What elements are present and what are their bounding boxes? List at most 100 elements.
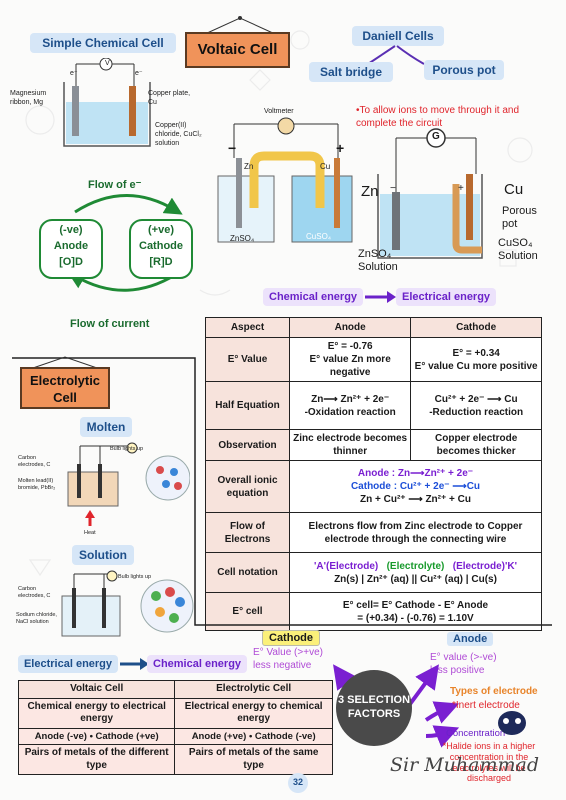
concentration-label: Concentration: [446, 728, 506, 739]
page-number: 32: [292, 777, 303, 787]
inert-electrode-label: *Inert electrode: [452, 700, 520, 711]
porous-plus: +: [458, 183, 464, 194]
row-aspect: Half Equation: [205, 381, 290, 430]
table-row: Anode (-ve) • Cathode (+ve) Anode (+ve) …: [17, 727, 333, 746]
anode-sign: (-ve): [59, 224, 83, 236]
halide-note: *Halide ions in a higher concentration i…: [442, 741, 536, 784]
row-cathode: Copper electrode becomes thicker: [410, 429, 542, 461]
notation-c: (Electrode)'K': [452, 560, 517, 572]
voltaic-energy-arrow: [365, 291, 396, 303]
selection-center-circle: [336, 670, 412, 746]
porous-zn-label: Zn: [361, 183, 379, 200]
anode-factor-desc: E° value (>-ve) less positive: [430, 652, 497, 676]
flow-electrons-cell: Electrons flow from Zinc electrode to Co…: [289, 512, 542, 553]
row-cathode: E° = +0.34 E° value Cu more positive: [410, 337, 542, 382]
table-row: Observation Zinc electrode becomes thinn…: [205, 429, 542, 461]
solution-title: Solution: [72, 545, 134, 565]
notation-b: (Electrolyte): [386, 560, 445, 572]
flow-current-label: Flow of current: [70, 318, 150, 330]
bottom-cell: Anode (-ve) • Cathode (+ve): [17, 727, 176, 746]
bottom-cell: Electrical energy to chemical energy: [174, 697, 333, 729]
cathode-sign: (+ve): [148, 224, 174, 236]
row-aspect: Flow of Electrons: [205, 512, 290, 553]
table-row: Pairs of metals of the different type Pa…: [17, 744, 333, 776]
table-row: Overall ionic equation Anode : Zn⟶Zn²⁺ +…: [205, 460, 542, 513]
row-cathode: Cu²⁺ + 2e⁻ ⟶ Cu -Reduction reaction: [410, 381, 542, 430]
bottom-cell: Pairs of metals of the different type: [17, 744, 176, 776]
electrolytic-sign-hanger: [29, 356, 101, 370]
voltaic-energy-from: Chemical energy: [263, 288, 364, 306]
selection-arrows: [333, 664, 460, 748]
table-row: Half Equation Zn⟶ Zn²⁺ + 2e⁻ -Oxidation …: [205, 381, 542, 430]
salt-bridge-zn: Zn: [244, 162, 254, 171]
salt-bridge-label: Salt bridge: [309, 62, 393, 82]
anode-factor-label: Anode: [447, 632, 494, 646]
overall-equation-cell: Anode : Zn⟶Zn²⁺ + 2e⁻ Cathode : Cu²⁺ + 2…: [289, 460, 542, 513]
bottom-header-voltaic: Voltaic Cell: [17, 680, 176, 699]
copper-plate-label: Copper plate, Cu: [148, 90, 191, 106]
anode-cathode-table: Aspect Anode Cathode E° Value E° = -0.76…: [205, 317, 542, 631]
flow-electrons-label: Flow of e⁻: [88, 179, 142, 191]
overall-cathode-line: Cathode : Cu²⁺ + 2e⁻ ⟶Cu: [350, 481, 481, 492]
salt-bridge-minus: −: [228, 140, 237, 156]
porous-znso4-label: ZnSO₄ Solution: [358, 248, 398, 274]
porous-pot-note: •To allow ions to move through it and co…: [356, 105, 520, 129]
salt-bridge-cuso4: CuSO₄: [306, 232, 332, 241]
page-number-badge: [288, 773, 308, 793]
cathode-factor-label: Cathode: [262, 630, 320, 646]
selection-center-label: 3 SELECTION FACTORS: [337, 694, 411, 720]
porous-pot-cell-diagram: [377, 128, 483, 259]
types-of-electrode-label: Types of electrode: [450, 686, 538, 697]
molten-lead-label: Molten lead(II) bromide, PbBr₂: [18, 478, 56, 491]
copper-chloride-label: Copper(II) chloride, CuCl₂ solution: [155, 122, 202, 147]
table-row: E° Value E° = -0.76 E° value Zn more neg…: [205, 337, 542, 382]
electrolytic-cell-sign: Electrolytic Cell: [20, 367, 110, 409]
salt-bridge-cu: Cu: [320, 162, 331, 171]
porous-pot-label: Porous pot: [424, 60, 504, 80]
simple-cell-title: Simple Chemical Cell: [30, 33, 176, 53]
salt-bridge-cell-diagram: [217, 117, 353, 243]
anode-label: Anode: [53, 240, 89, 252]
row-anode: Zn⟶ Zn²⁺ + 2e⁻ -Oxidation reaction: [288, 381, 412, 430]
voltaic-energy-to: Electrical energy: [396, 288, 497, 306]
signature: Sir Muhammad: [390, 754, 539, 776]
sign-hanger: [204, 16, 276, 35]
voltmeter-label: Voltmeter: [264, 108, 294, 115]
overall-net-line: Zn + Cu²⁺ ⟶ Zn²⁺ + Cu: [360, 494, 471, 505]
ecell-value: = (+0.34) - (-0.76) = 1.10V: [357, 612, 474, 624]
notation-line: Zn(s) | Zn²⁺ (aq) || Cu²⁺ (aq) | Cu(s): [334, 573, 497, 585]
solution-carbon-label: Carbon electrodes, C: [18, 586, 51, 599]
electrolytic-energy-from: Electrical energy: [18, 655, 118, 673]
row-anode: Zinc electrode becomes thinner: [288, 429, 412, 461]
row-anode: E° = -0.76 E° value Zn more negative: [288, 337, 412, 382]
ecell-formula: E° cell= E° Cathode - E° Anode: [342, 599, 489, 611]
cathode-box: [129, 219, 193, 279]
cell-notation-cell: 'A'(Electrode) (Electrolyte) (Electrode)…: [289, 552, 542, 593]
table-row: Flow of Electrons Electrons flow from Zi…: [205, 512, 542, 553]
magnesium-label: Magnesium ribbon, Mg: [10, 90, 47, 106]
cathode-factor-desc: E° Value (>+ve) less negative: [253, 647, 323, 671]
solution-nacl-label: Sodium chloride, NaCl solution: [16, 612, 57, 625]
anode-od: [O]D: [59, 256, 83, 268]
porous-cu-label: Cu: [504, 181, 524, 198]
cathode-rd: [R]D: [149, 256, 173, 268]
solution-diagram: [61, 570, 194, 637]
molten-carbon-label: Carbon electrodes, C: [18, 455, 51, 468]
anode-box: [39, 219, 103, 279]
daniell-cells-title: Daniell Cells: [352, 26, 444, 46]
simple-cell-diagram: [63, 58, 151, 147]
table-row: Cell notation 'A'(Electrode) (Electrolyt…: [205, 552, 542, 593]
table-row: Chemical energy to electrical energy Ele…: [17, 697, 333, 729]
simple-cell-e1: e⁻: [70, 70, 78, 77]
row-aspect: Observation: [205, 429, 290, 461]
notation-a: 'A'(Electrode): [314, 560, 379, 572]
electrolytic-energy-arrow: [120, 658, 149, 670]
porous-minus: −: [390, 183, 396, 194]
voltaic-vs-electrolytic-table: Voltaic Cell Electrolytic Cell Chemical …: [17, 680, 333, 776]
molten-title: Molten: [80, 417, 132, 437]
porous-pot-side-label: Porous pot: [502, 205, 537, 231]
overall-anode-line: Anode : Zn⟶Zn²⁺ + 2e⁻: [357, 468, 474, 479]
molten-bulb-label: Bulb lights up: [110, 446, 144, 452]
molten-heat-label: Heat: [84, 530, 96, 536]
